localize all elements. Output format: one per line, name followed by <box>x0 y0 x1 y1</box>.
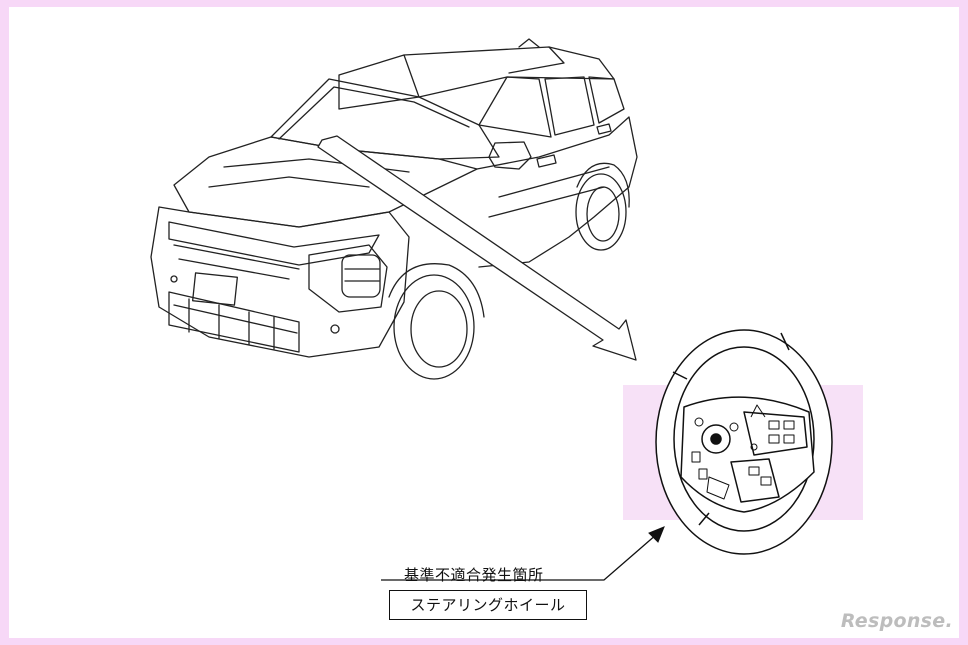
part-name-box: ステアリングホイール <box>389 590 587 620</box>
figure-frame: 基準不適合発生箇所 ステアリングホイール Response. <box>9 7 959 638</box>
pointer-arrow <box>317 135 637 361</box>
car-drawing <box>150 38 638 380</box>
steering-wheel-drawing <box>655 329 833 555</box>
defect-location-heading: 基準不適合発生箇所 <box>404 566 544 584</box>
response-watermark: Response. <box>840 610 953 632</box>
vehicle-diagram <box>150 38 863 581</box>
leader-line <box>381 526 665 581</box>
